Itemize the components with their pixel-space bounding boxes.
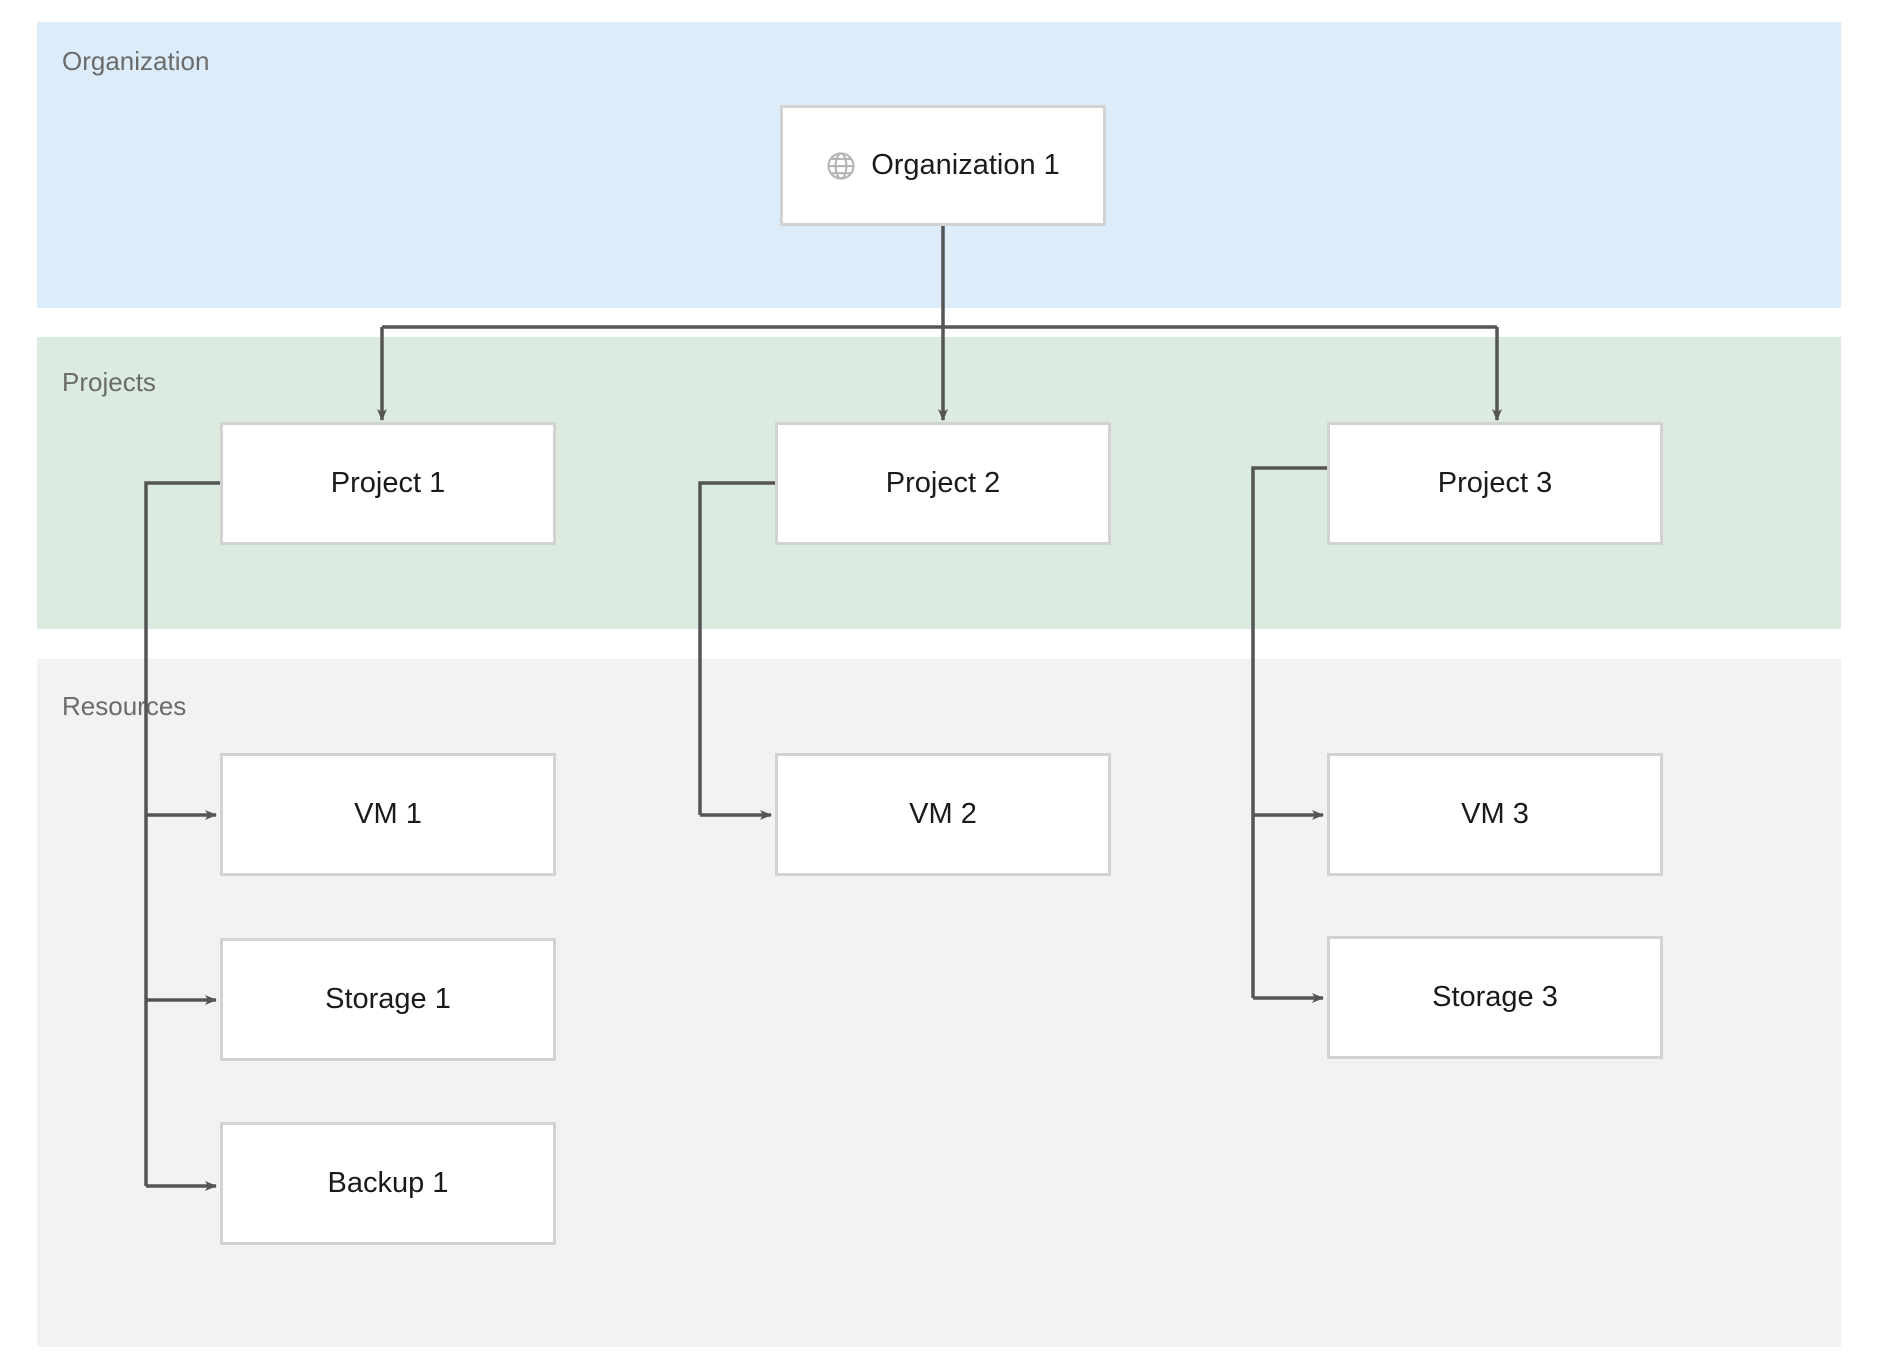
node-backup-1[interactable]: Backup 1 bbox=[220, 1122, 556, 1245]
node-project-2-label: Project 2 bbox=[885, 467, 1001, 499]
band-label-resources: Resources bbox=[62, 691, 187, 721]
node-vm-1-label: VM 1 bbox=[354, 798, 422, 830]
node-backup-1-label: Backup 1 bbox=[327, 1167, 449, 1199]
node-vm-2-label: VM 2 bbox=[909, 798, 977, 830]
node-storage-3-label: Storage 3 bbox=[1432, 981, 1558, 1013]
node-vm-2[interactable]: VM 2 bbox=[775, 753, 1111, 876]
band-label-projects: Projects bbox=[62, 367, 156, 397]
node-project-3[interactable]: Project 3 bbox=[1327, 422, 1663, 545]
node-project-1[interactable]: Project 1 bbox=[220, 422, 556, 545]
node-vm-1[interactable]: VM 1 bbox=[220, 753, 556, 876]
node-project-3-label: Project 3 bbox=[1437, 467, 1553, 499]
node-organization-1-label: Organization 1 bbox=[871, 149, 1060, 181]
node-storage-1-label: Storage 1 bbox=[325, 983, 451, 1015]
node-storage-1[interactable]: Storage 1 bbox=[220, 938, 556, 1061]
band-label-organization: Organization bbox=[62, 46, 210, 76]
node-vm-3-label: VM 3 bbox=[1461, 798, 1529, 830]
node-storage-3[interactable]: Storage 3 bbox=[1327, 936, 1663, 1059]
globe-icon bbox=[826, 151, 856, 181]
node-organization-1[interactable]: Organization 1 bbox=[780, 105, 1106, 226]
node-vm-3[interactable]: VM 3 bbox=[1327, 753, 1663, 876]
node-project-1-label: Project 1 bbox=[330, 467, 446, 499]
node-project-2[interactable]: Project 2 bbox=[775, 422, 1111, 545]
